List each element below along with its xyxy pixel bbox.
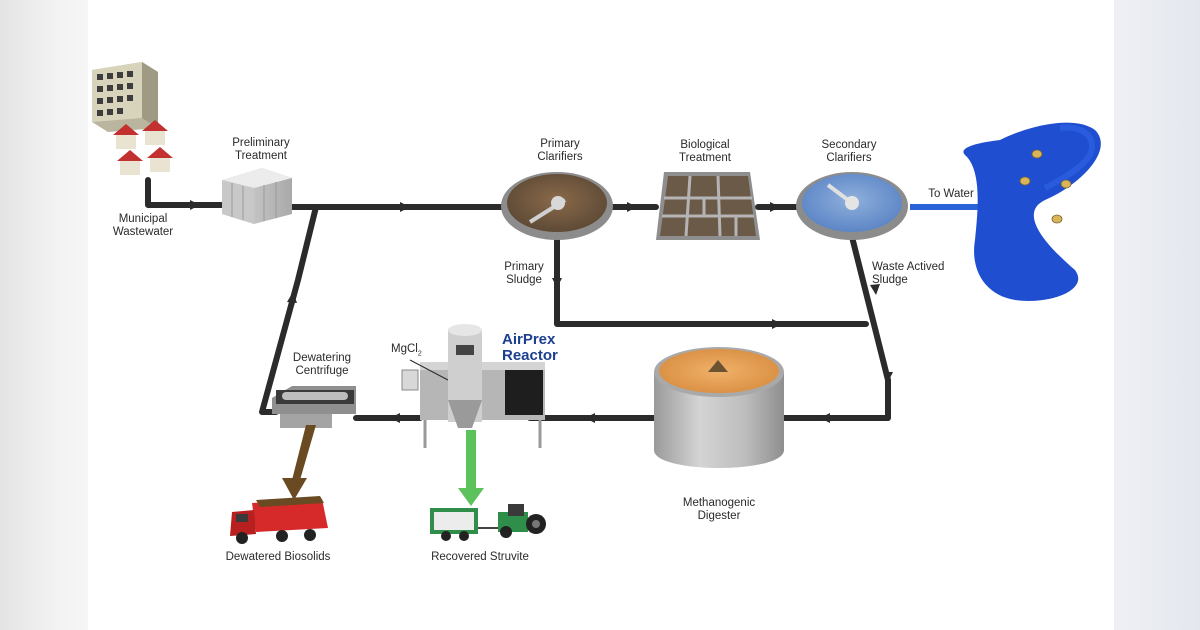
tractor-icon <box>430 504 546 541</box>
dump-truck-icon <box>230 496 328 544</box>
reactor-icon <box>401 324 545 448</box>
label-biological-treatment: Biological Treatment <box>679 139 731 164</box>
pipe-return-loop <box>259 204 319 415</box>
label-municipal-wastewater: Municipal Wastewater <box>112 213 174 238</box>
clarifier-icon <box>501 172 613 240</box>
mgcl-subscript: 2 <box>417 350 422 358</box>
label-secondary-clarifiers: Secondary Clarifiers <box>821 139 877 164</box>
label-airprex-reactor: AirPrex Reactor <box>502 331 558 364</box>
flow-arrow <box>400 202 410 212</box>
pipe-primary-sludge <box>554 234 869 327</box>
flow-arrow <box>772 319 782 329</box>
label-primary-sludge: Primary Sludge <box>504 261 544 286</box>
house-icon <box>113 120 173 175</box>
apartment-building-icon <box>92 62 158 132</box>
label-waste-activated-sludge: Waste Actived Sludge <box>872 261 945 286</box>
label-recovered-struvite: Recovered Struvite <box>431 551 529 563</box>
label-to-water: To Water <box>928 188 974 200</box>
flow-arrow <box>770 202 780 212</box>
clarifier-icon <box>796 172 908 240</box>
label-mgcl2: MgCl2 <box>391 343 422 357</box>
flow-arrow <box>820 413 830 423</box>
flow-arrow <box>190 200 200 210</box>
flow-arrow <box>883 372 893 382</box>
lake-icon <box>963 122 1101 301</box>
label-dewatered-biosolids: Dewatered Biosolids <box>225 551 331 563</box>
flow-arrow <box>552 278 562 288</box>
flow-arrows <box>190 200 893 423</box>
mgcl-base: MgCl <box>391 343 418 355</box>
flow-arrow <box>870 284 880 295</box>
struvite-arrow <box>458 430 484 506</box>
label-preliminary-treatment: Preliminary Treatment <box>232 137 290 162</box>
flow-arrow <box>390 413 400 423</box>
flow-arrow <box>585 413 595 423</box>
pipe-was <box>779 234 891 421</box>
biological-basin-icon <box>656 172 760 240</box>
biosolids-arrow <box>282 425 316 500</box>
duck-icon <box>1019 149 1072 224</box>
centrifuge-icon <box>272 386 356 428</box>
flow-arrow <box>627 202 637 212</box>
label-methanogenic-digester: Methanogenic Digester <box>682 497 756 522</box>
label-primary-clarifiers: Primary Clarifiers <box>537 138 583 163</box>
digester-tank-icon <box>654 347 784 468</box>
shed-icon <box>222 168 292 224</box>
pipe-influent <box>145 177 228 208</box>
flow-arrow <box>287 292 297 303</box>
label-dewatering-centrifuge: Dewatering Centrifuge <box>292 352 352 377</box>
pipe-network <box>145 177 891 421</box>
